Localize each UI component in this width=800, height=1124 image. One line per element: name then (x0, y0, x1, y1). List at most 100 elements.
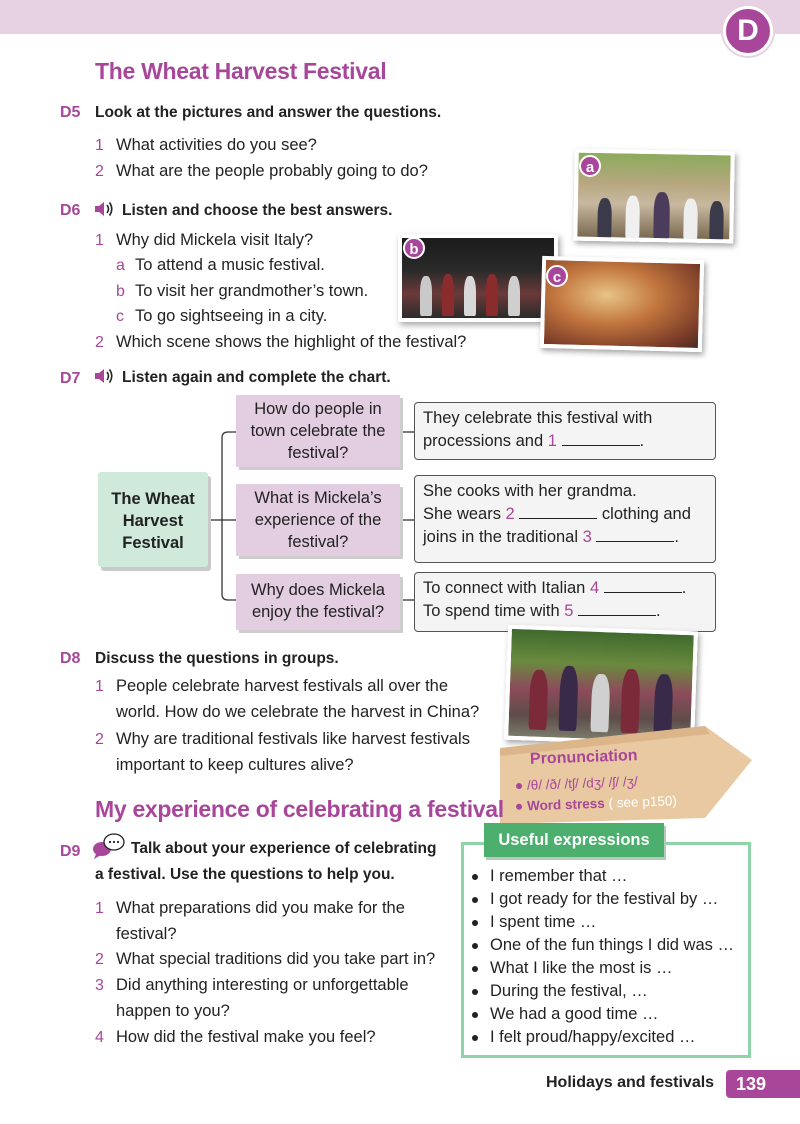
useful-expression-text: We had a good time … (490, 1005, 659, 1023)
useful-expression-text: One of the fun things I did was … (490, 936, 734, 954)
d9-q4-num: 4 (95, 1029, 104, 1046)
bullet-icon (472, 1011, 478, 1018)
d5-q1-text: What activities do you see? (116, 136, 317, 154)
dancer-figure (420, 276, 432, 316)
useful-expression-item: During the festival, … (472, 982, 648, 1001)
d5-tag: D5 (60, 104, 81, 121)
answer-line: They celebrate this festival with (423, 409, 653, 427)
d6-option-a-letter: a (116, 257, 125, 274)
bullet-icon (515, 804, 523, 811)
answer-line: To connect with Italian 4 . (423, 577, 707, 600)
d8-q2-num: 2 (95, 731, 104, 748)
word-stress-text: Word stress (526, 795, 606, 814)
chart-root-line: Harvest (122, 512, 184, 530)
d8-tag: D8 (60, 650, 81, 667)
audio-speaker-icon[interactable] (93, 366, 115, 386)
d9-q2-line1: What special traditions did you take par… (116, 950, 436, 968)
useful-expression-item: I got ready for the festival by … (472, 890, 718, 909)
dancer-figure (442, 274, 454, 316)
speech-bubbles-icon (93, 833, 125, 859)
dancer-figure (590, 673, 611, 733)
d8-instruction: Discuss the questions in groups. (95, 650, 339, 667)
d6-option-c-letter: c (116, 308, 124, 325)
answer-line: joins in the traditional 3 . (423, 526, 707, 549)
photo-c-label: c (546, 265, 568, 287)
dancer-figure (528, 669, 549, 731)
answer-line: processions and 1 . (423, 430, 707, 453)
audio-speaker-icon[interactable] (93, 199, 115, 219)
section-title: The Wheat Harvest Festival (95, 58, 387, 84)
dancer-figure (620, 668, 641, 734)
d6-q1-text: Why did Mickela visit Italy? (116, 231, 314, 249)
bullet-icon (472, 1034, 478, 1041)
chart-question-line: Why does Mickela (251, 581, 385, 599)
d9-q2-num: 2 (95, 951, 104, 968)
blank-number-5: 5 (564, 602, 574, 620)
useful-expressions-title: Useful expressions (484, 823, 664, 857)
answer-text: joins in the traditional (423, 528, 583, 546)
chart-question-line: festival? (287, 533, 349, 551)
chart-question-line: town celebrate the (250, 422, 386, 440)
d9-q3-line1: Did anything interesting or unforgettabl… (116, 976, 409, 994)
blank-number-3: 3 (582, 528, 592, 546)
blank-line-5[interactable] (578, 602, 657, 616)
chart-question-line: festival? (287, 444, 349, 462)
d6-q1-num: 1 (95, 232, 104, 249)
blank-line-4[interactable] (603, 579, 682, 593)
bullet-icon (472, 965, 478, 972)
blank-number-2: 2 (505, 505, 515, 523)
answer-text: clothing and (597, 505, 691, 523)
dancer-figure (558, 665, 579, 732)
useful-expression-item: One of the fun things I did was … (472, 936, 734, 955)
photo-a-label: a (579, 155, 601, 177)
d6-option-b-letter: b (116, 283, 125, 300)
chart-answer-box-2: She cooks with her grandma. She wears 2 … (414, 475, 716, 563)
useful-expression-item: I felt proud/happy/excited … (472, 1028, 695, 1047)
useful-expression-item: We had a good time … (472, 1005, 658, 1024)
d9-q3-num: 3 (95, 977, 104, 994)
bullet-icon (472, 919, 478, 926)
blank-number-1: 1 (547, 432, 557, 450)
d8-q1-line2: world. How do we celebrate the harvest i… (116, 703, 480, 721)
chart-root-line: Festival (122, 534, 184, 552)
d9-instruction-line1: Talk about your experience of celebratin… (131, 840, 437, 857)
answer-text: . (656, 602, 661, 620)
d6-q2-text: Which scene shows the highlight of the f… (116, 333, 467, 351)
chart-question-line: What is Mickela’s (254, 489, 382, 507)
useful-expression-item: I spent time … (472, 913, 596, 932)
blank-line-3[interactable] (596, 528, 675, 542)
chart-question-box-3: Why does Mickela enjoy the festival? (236, 574, 400, 630)
d8-q1-num: 1 (95, 678, 104, 695)
d7-tag: D7 (60, 370, 81, 387)
bullet-icon (472, 896, 478, 903)
d7-instruction: Listen again and complete the chart. (122, 369, 391, 386)
d8-q2-line2: important to keep cultures alive? (116, 756, 354, 774)
answer-text: processions and (423, 432, 548, 450)
blank-line-2[interactable] (519, 505, 598, 519)
d6-instruction: Listen and choose the best answers. (122, 202, 393, 219)
blank-line-1[interactable] (561, 432, 640, 446)
d8-q2-line1: Why are traditional festivals like harve… (116, 730, 470, 748)
answer-text: To spend time with (423, 602, 565, 620)
useful-expression-text: I felt proud/happy/excited … (490, 1028, 696, 1046)
d6-option-a-text: To attend a music festival. (135, 256, 325, 274)
d5-q1-num: 1 (95, 137, 104, 154)
answer-text: . (674, 528, 679, 546)
footer-unit-label: Holidays and festivals (546, 1074, 715, 1091)
chart-question-box-2: What is Mickela’s experience of the fest… (236, 484, 400, 556)
d8-q1-line1: People celebrate harvest festivals all o… (116, 677, 449, 695)
d9-instruction-line2: a festival. Use the questions to help yo… (95, 866, 395, 883)
answer-text: . (681, 579, 687, 597)
chart-question-line: experience of the (254, 511, 382, 529)
d6-tag: D6 (60, 202, 81, 219)
d6-option-b-text: To visit her grandmother’s town. (135, 282, 369, 300)
chart-root-line: The Wheat (111, 490, 195, 508)
d9-q1-line1: What preparations did you make for the (116, 899, 405, 917)
top-bar (0, 0, 800, 34)
bullet-icon (472, 942, 478, 949)
chart-root-box: The Wheat Harvest Festival (98, 472, 208, 567)
useful-expression-text: I remember that … (490, 867, 628, 885)
d5-q2-text: What are the people probably going to do… (116, 162, 428, 180)
d9-tag: D9 (60, 843, 81, 860)
